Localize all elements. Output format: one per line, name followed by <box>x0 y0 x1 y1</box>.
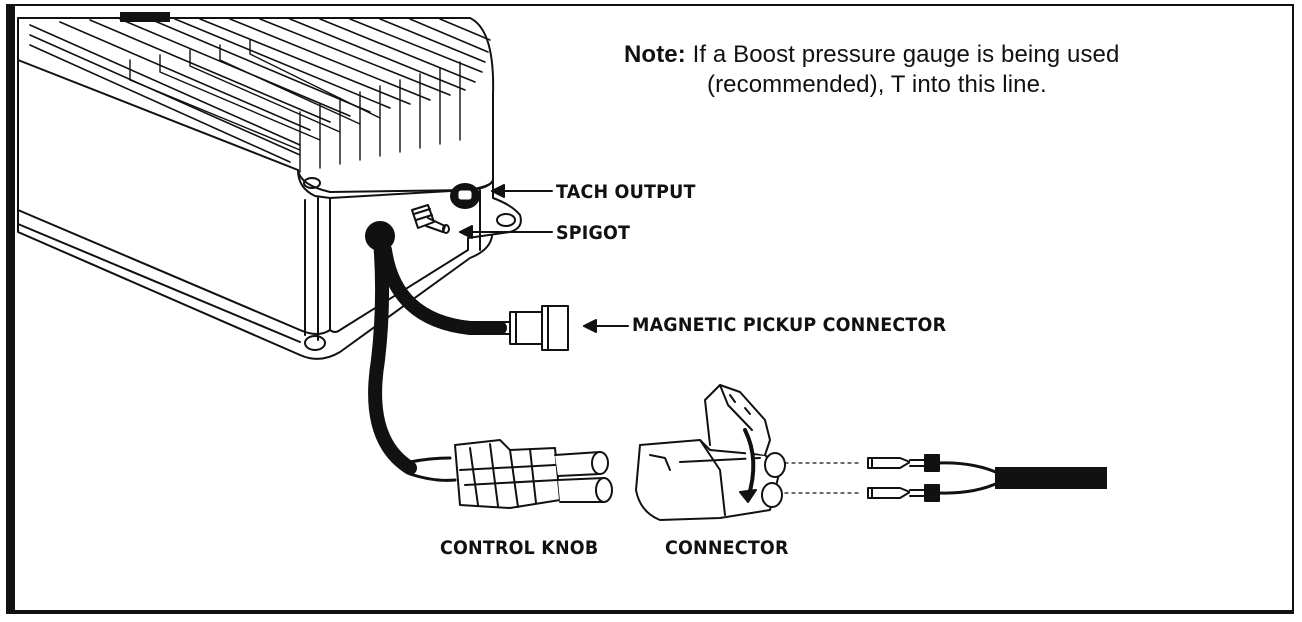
control-box-top <box>17 17 495 193</box>
terminal-pins <box>867 454 940 502</box>
mounting-hole <box>304 335 326 351</box>
tach-arrowhead <box>491 184 505 198</box>
magnetic-arrowhead <box>583 319 597 333</box>
heat-sink-ridges <box>129 39 461 173</box>
note-text-2: (recommended), T into this line. <box>707 71 1047 98</box>
tach-output-label: TACH OUTPUT <box>556 181 696 203</box>
magnetic-pickup-connector-label: MAGNETIC PICKUP CONNECTOR <box>632 314 947 336</box>
control-knob-cable <box>365 221 457 482</box>
control-knob-connector-body <box>454 439 613 509</box>
magnetic-pickup-cable <box>378 243 511 335</box>
spigot-label: SPIGOT <box>556 222 631 244</box>
mounting-hole <box>496 213 516 227</box>
spigot-fitting <box>411 204 450 234</box>
harness-cable <box>937 461 1107 495</box>
mating-connector-body <box>635 384 786 521</box>
terminal-guide-lines <box>784 462 861 494</box>
control-knob-label: CONTROL KNOB <box>440 537 599 559</box>
control-box-end <box>329 179 522 333</box>
magnetic-pickup-connector-body <box>509 305 569 351</box>
control-box-label-block <box>120 12 170 22</box>
spigot-arrowhead <box>459 225 473 239</box>
connector-label: CONNECTOR <box>665 537 789 559</box>
control-box-front <box>17 59 331 335</box>
mounting-hole <box>303 177 321 189</box>
note-line-1: Note: If a Boost pressure gauge is being… <box>624 40 1264 70</box>
note-label: Note: <box>624 41 686 68</box>
note-text-1: If a Boost pressure gauge is being used <box>692 41 1120 68</box>
boost-gauge-note: Note: If a Boost pressure gauge is being… <box>624 40 1264 100</box>
heat-sink-fins <box>29 18 491 163</box>
tach-output-port <box>450 183 480 209</box>
control-box-flange <box>17 209 493 360</box>
callout-arrows <box>459 184 629 333</box>
control-box <box>17 12 522 360</box>
